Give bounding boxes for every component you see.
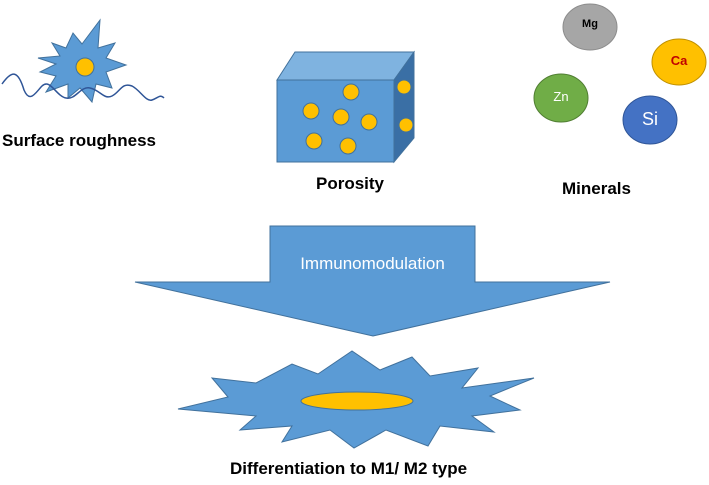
rough-surface-line: [1, 73, 165, 101]
pore: [302, 102, 320, 120]
mineral-ca-circle: [651, 38, 707, 86]
mineral-label-mg: Mg: [582, 18, 598, 30]
mineral-label-si: Si: [641, 109, 658, 129]
surface-cell-nucleus: [75, 57, 95, 77]
pore: [332, 108, 350, 126]
minerals-label: Minerals: [562, 179, 631, 198]
surface-roughness-label: Surface roughness: [2, 131, 156, 150]
immunomodulation-arrow: [134, 225, 611, 337]
mineral-label-zn: Zn: [553, 89, 569, 104]
pore: [305, 132, 323, 150]
mineral-si-circle: [622, 95, 678, 145]
pore: [339, 137, 357, 155]
immunomodulation-label: Immunomodulation: [300, 254, 445, 273]
differentiation-label: Differentiation to M1/ M2 type: [230, 459, 468, 478]
differentiated-cell-nucleus: [300, 391, 414, 411]
cube-top: [276, 51, 415, 81]
mineral-zn-circle: [533, 73, 589, 123]
pore: [396, 79, 412, 95]
mineral-mg-circle: [562, 3, 618, 51]
pores: [302, 79, 414, 155]
mineral-label-ca: Ca: [670, 53, 688, 68]
porosity-label: Porosity: [316, 174, 385, 193]
pore: [342, 83, 360, 101]
pore: [398, 117, 414, 133]
pore: [360, 113, 378, 131]
